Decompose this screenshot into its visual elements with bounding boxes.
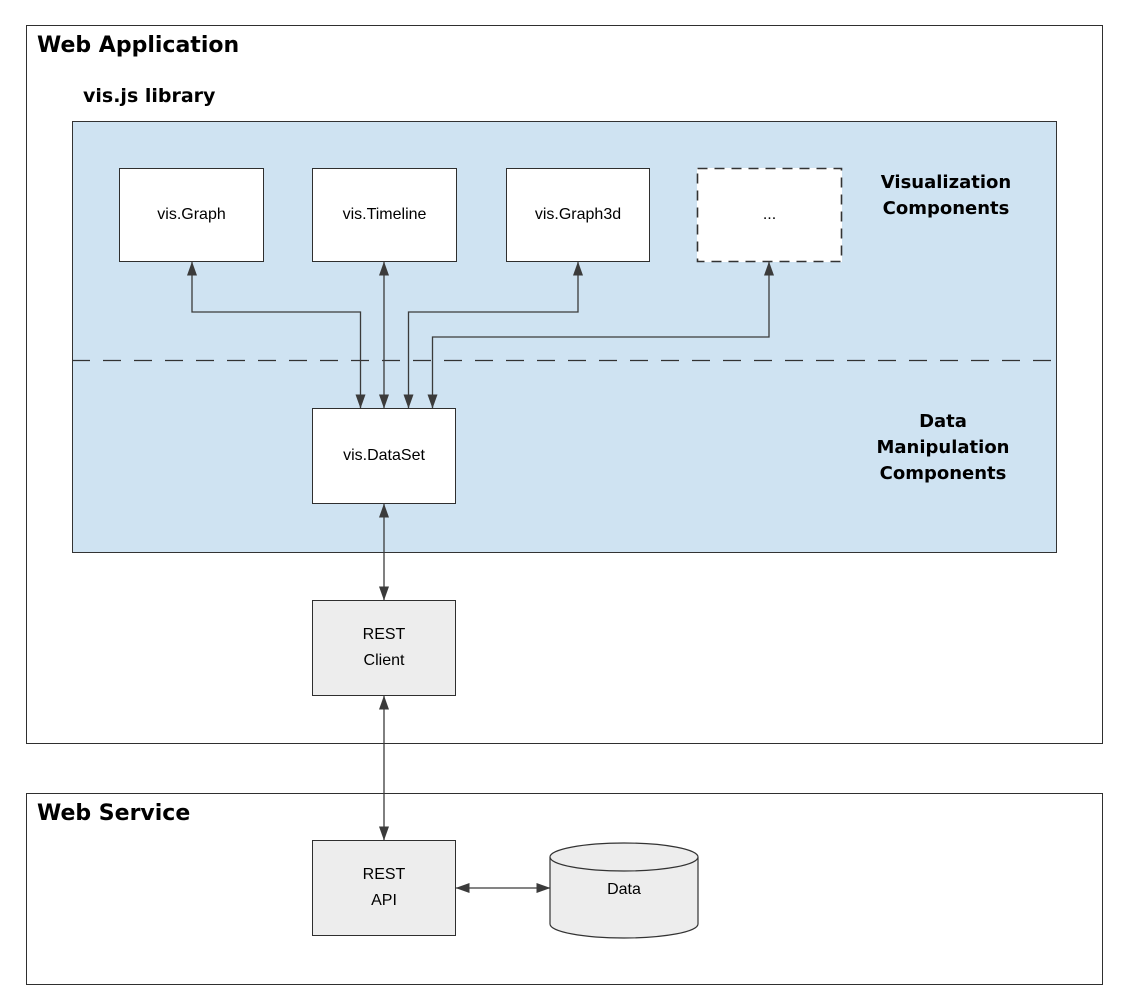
data-manipulation-components-label: Data Manipulation Components [876,411,1010,484]
node-vis-timeline: vis.Timeline [312,168,457,262]
web-service-title: Web Service [37,801,191,826]
node-rest-client: REST Client [312,600,456,696]
web-application-title: Web Application [37,33,240,58]
vis-js-library-title: vis.js library [83,85,216,107]
node-rest-api: REST API [312,840,456,936]
node-data-store-label: Data [607,881,641,898]
node-vis-dataset: vis.DataSet [312,408,456,504]
web-application-container: Web Application [26,25,1103,744]
web-service-container: Web Service [26,793,1103,985]
node-more-components: ... [697,168,842,262]
node-vis-graph: vis.Graph [119,168,264,262]
visualization-components-label: Visualization Components [880,172,1012,219]
node-vis-graph3d: vis.Graph3d [506,168,650,262]
